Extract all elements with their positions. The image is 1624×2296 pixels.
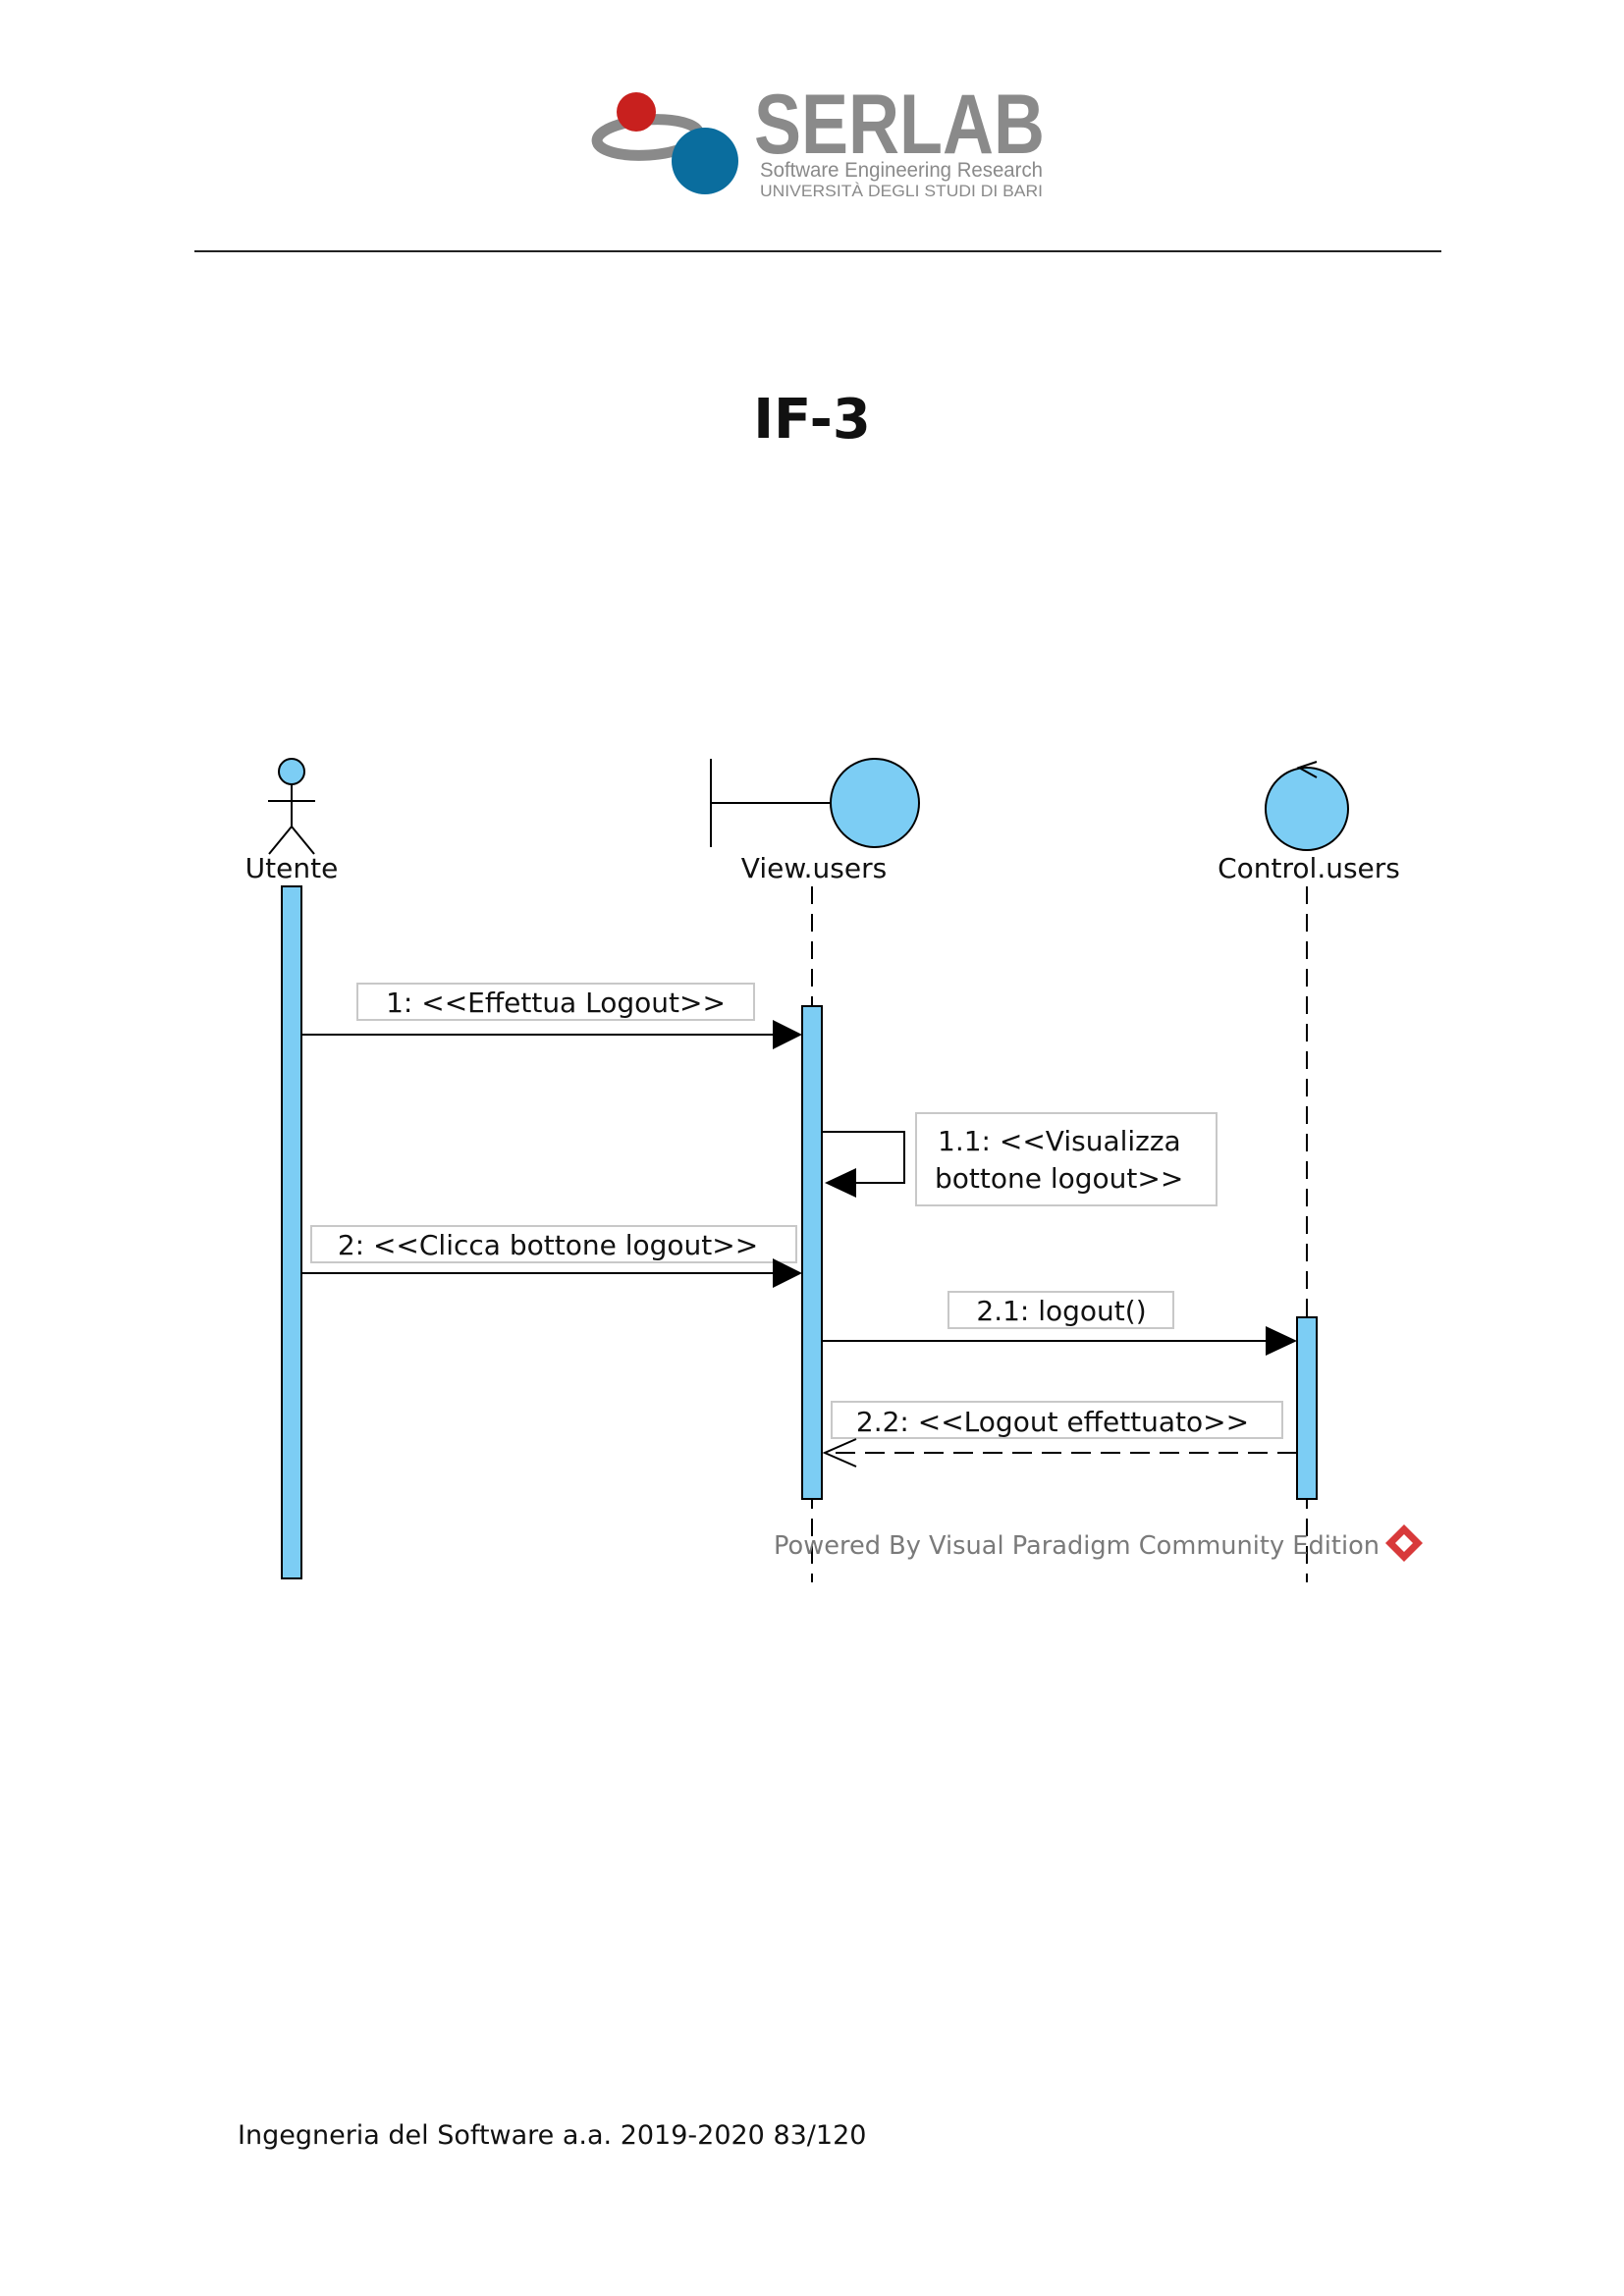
lifeline-label-utente: Utente bbox=[245, 852, 339, 884]
actor-head bbox=[278, 758, 305, 785]
lifeline-label-view-users: View.users bbox=[741, 852, 887, 884]
header-divider bbox=[194, 250, 1441, 252]
self-message-arrow bbox=[822, 1131, 905, 1184]
actor-utente: Utente bbox=[245, 758, 339, 884]
visual-paradigm-logo-icon bbox=[1385, 1524, 1423, 1562]
message-2: 2: <<Clicca bottone logout>> bbox=[301, 1225, 802, 1288]
actor-right-leg bbox=[291, 826, 315, 855]
message-label-line1: 1.1: <<Visualizza bbox=[938, 1125, 1181, 1157]
message-2-2: 2.2: <<Logout effettuato>> bbox=[822, 1401, 1297, 1468]
logo-tagline: Software Engineering Research bbox=[760, 159, 1043, 182]
logo-wordmark: SERLAB bbox=[754, 82, 1045, 172]
boundary-view-users: View.users bbox=[710, 758, 920, 884]
message-label: 1: <<Effettua Logout>> bbox=[386, 987, 726, 1019]
logo-red-dot bbox=[617, 92, 656, 132]
message-label-box bbox=[831, 1401, 1283, 1439]
actor-left-leg bbox=[268, 826, 293, 855]
control-circle-icon bbox=[1265, 767, 1349, 851]
arrowhead-filled bbox=[1266, 1326, 1297, 1356]
message-label-box bbox=[947, 1291, 1174, 1329]
message-label-line2: bottone logout>> bbox=[935, 1162, 1183, 1195]
watermark-text: Powered By Visual Paradigm Community Edi… bbox=[774, 1531, 1380, 1561]
arrowhead-open bbox=[822, 1438, 857, 1468]
activation-utente bbox=[281, 885, 302, 1579]
message-label-box bbox=[915, 1112, 1218, 1206]
page-title: IF-3 bbox=[753, 388, 871, 452]
message-1-1: 1.1: <<Visualizza bottone logout>> bbox=[822, 1112, 1218, 1206]
arrowhead-filled bbox=[773, 1258, 802, 1288]
lifeline-label-control-users: Control.users bbox=[1218, 852, 1400, 884]
activation-view-users bbox=[801, 1005, 823, 1500]
message-label-box bbox=[356, 983, 755, 1021]
message-label-box bbox=[310, 1225, 797, 1263]
arrowhead-filled bbox=[773, 1020, 802, 1049]
logo-blue-dot bbox=[672, 128, 738, 194]
message-label: 2.2: <<Logout effettuato>> bbox=[856, 1406, 1249, 1438]
control-control-users: Control.users bbox=[1218, 761, 1400, 884]
logo-institution: UNIVERSITÀ DEGLI STUDI DI BARI bbox=[760, 182, 1043, 200]
message-2-1: 2.1: logout() bbox=[822, 1291, 1297, 1356]
message-label: 2.1: logout() bbox=[976, 1295, 1146, 1327]
message-label: 2: <<Clicca bottone logout>> bbox=[338, 1229, 758, 1261]
boundary-circle-icon bbox=[830, 758, 920, 848]
arrowhead-filled bbox=[825, 1168, 856, 1198]
activation-control-users bbox=[1296, 1316, 1318, 1500]
serlab-logo: SERLAB Software Engineering Research UNI… bbox=[591, 82, 1045, 200]
control-arrow-icon bbox=[1296, 761, 1318, 778]
message-1: 1: <<Effettua Logout>> bbox=[301, 983, 802, 1049]
page-footer: Ingegneria del Software a.a. 2019-2020 8… bbox=[238, 2120, 867, 2151]
